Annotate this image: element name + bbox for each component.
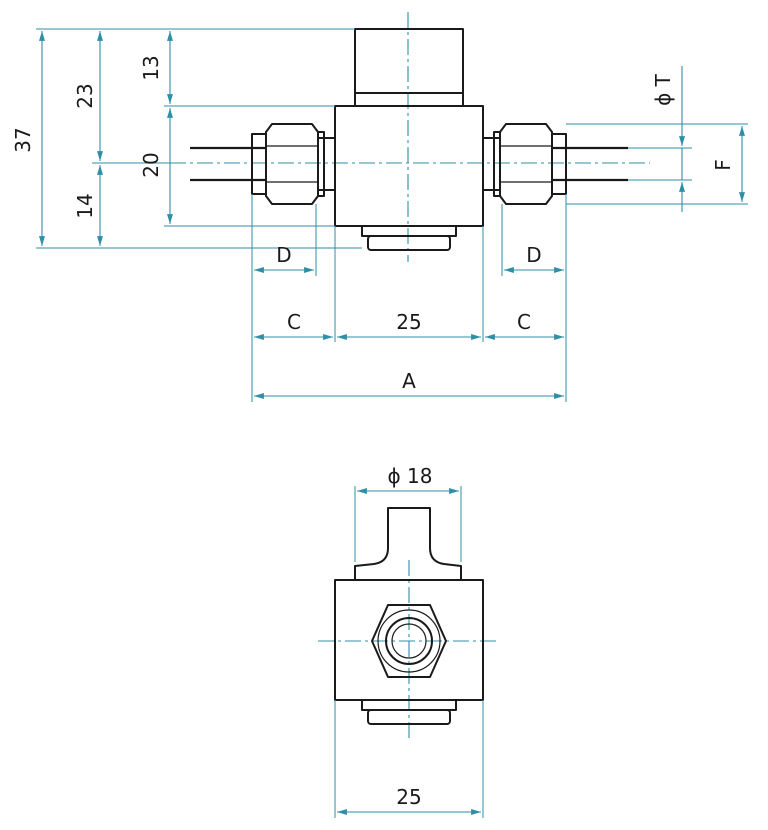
- side-bottom-boss: [361, 699, 457, 725]
- right-fitting: [482, 123, 628, 205]
- dim-C-right-label: C: [517, 310, 531, 334]
- side-hex-fitting: [371, 604, 447, 678]
- dim-14-label: 14: [73, 193, 97, 218]
- dim-13-label: 13: [139, 55, 163, 80]
- dim-25-front-label: 25: [396, 310, 421, 334]
- dim-F-label: F: [711, 159, 735, 171]
- dim-37-label: 37: [11, 127, 35, 152]
- dim-D-left-label: D: [276, 243, 291, 267]
- bottom-boss: [361, 225, 457, 251]
- left-fitting: [190, 123, 336, 205]
- dim-C-left-label: C: [287, 310, 301, 334]
- dim-A-label: A: [402, 369, 416, 393]
- dim-25-side-label: 25: [396, 785, 421, 809]
- dim-D-right-label: D: [526, 243, 541, 267]
- side-view: ϕ 18 25: [318, 464, 500, 818]
- dim-23-label: 23: [73, 83, 97, 108]
- dim-phi18-label: ϕ 18: [388, 464, 433, 488]
- top-cap: [354, 28, 464, 107]
- side-stem: [354, 507, 462, 581]
- dim-tube-dia-label: ϕ T: [651, 73, 675, 106]
- front-view: 37 23 14 13 20 ϕ T F D D C 25 C: [11, 12, 748, 402]
- dim-20-label: 20: [139, 152, 163, 177]
- valve-body: [334, 105, 484, 227]
